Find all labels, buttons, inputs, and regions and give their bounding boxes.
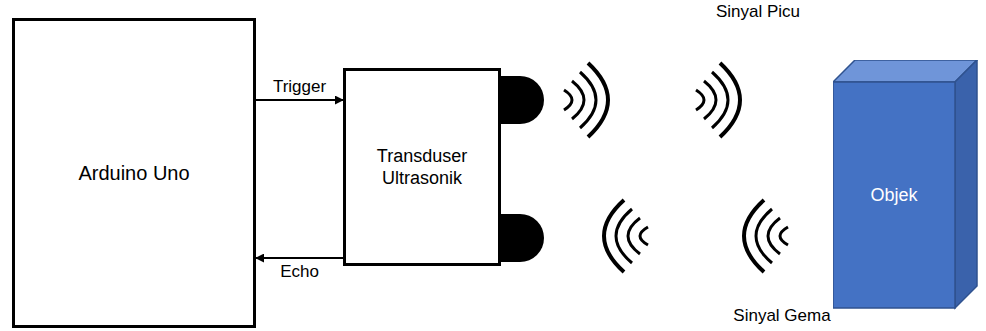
transducer-receiver [494, 214, 544, 262]
wave-label: Sinyal Picu [716, 2, 800, 22]
transducer-emitter [494, 76, 544, 124]
node-text: Transduser Ultrasonik [346, 145, 498, 190]
node-text: Arduino Uno [72, 161, 195, 186]
object-block: Objek [833, 60, 983, 310]
signal-name: Trigger [271, 77, 328, 97]
controller-box: Arduino Uno [12, 18, 256, 328]
signal-arrow [256, 99, 343, 101]
signal-name: Echo [278, 262, 321, 282]
wave-label: Sinyal Gema [733, 306, 830, 326]
transducer-box: Transduser Ultrasonik [343, 68, 501, 266]
node-text: Objek [864, 184, 923, 207]
signal-arrow [256, 257, 343, 259]
sound-waves [564, 63, 788, 272]
